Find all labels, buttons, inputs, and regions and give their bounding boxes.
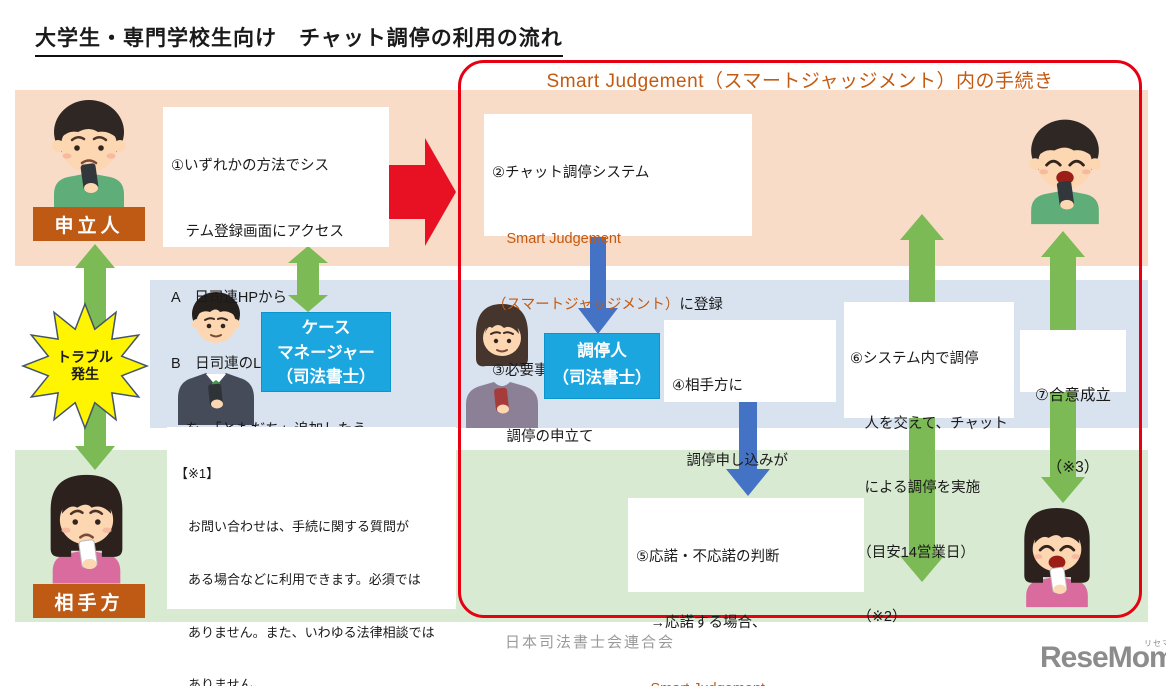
- step-7-box: ⑦合意成立 （※3）: [1020, 330, 1126, 476]
- red-right-arrow-icon: [388, 138, 456, 246]
- step-6-box: ⑥システム内で調停 人を交えて、チャット による調停を実施 （目安14営業日） …: [844, 302, 1014, 625]
- mediator-box: 調停人 （司法書士）: [544, 333, 660, 399]
- step-2-3-box: ②チャット調停システム Smart Judgement （スマートジャッジメント…: [484, 114, 752, 445]
- page-title: 大学生・専門学校生向け チャット調停の利用の流れ: [35, 22, 563, 57]
- mediator-woman-icon: [466, 304, 538, 428]
- resemom-logo-ruby: リセマム: [1144, 639, 1166, 648]
- resemom-logo: リセマム ReseMom.: [1040, 639, 1166, 675]
- respondent-label: 相手方: [33, 584, 145, 618]
- applicant-label: 申立人: [33, 207, 145, 241]
- blue-down-arrow-step4-step5: [726, 402, 770, 496]
- blue-down-arrow-step2-mediator: [578, 237, 618, 334]
- step-4-box: ④相手方に 調停申し込みが あった旨連絡: [664, 320, 836, 544]
- case-manager-box: ケース マネージャー （司法書士）: [261, 312, 391, 392]
- trouble-label: トラブル 発生: [57, 348, 113, 383]
- happy-girl-icon: [1024, 508, 1090, 608]
- happy-boy-icon: [1029, 119, 1101, 225]
- step-5-box: ⑤応諾・不応諾の判断 →応諾する場合、 Smart Judgement （ｽﾏｰ…: [628, 498, 864, 686]
- resemom-logo-text: ReseMom.: [1040, 641, 1166, 674]
- worried-girl-icon: [50, 474, 123, 584]
- organization-name: 日本司法書士会連合会: [504, 634, 675, 651]
- green-double-arrow-step1-casemanager: [288, 246, 328, 312]
- notes-box: 【※1】 お問い合わせは、手続に関する質問が ある場合などに利用できます。必須で…: [167, 427, 456, 686]
- worried-boy-icon: [52, 100, 126, 208]
- trouble-starburst-icon: [20, 301, 150, 431]
- case-manager-man-icon: [178, 292, 254, 425]
- smart-judgement-header: Smart Judgement（スマートジャッジメント）内の手続き: [546, 71, 1054, 92]
- smart-judgement-area: Smart Judgement（スマートジャッジメント）内の手続き: [458, 60, 1142, 618]
- step-1-box: ①いずれかの方法でシス テム登録画面にアクセス A 日司連HPから B 日司連の…: [163, 107, 389, 504]
